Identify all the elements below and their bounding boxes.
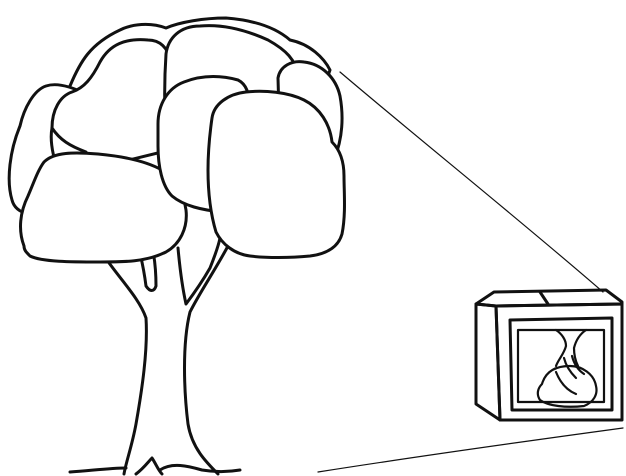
lower-projection-line	[318, 428, 623, 472]
screen-outer-frame	[510, 318, 612, 410]
trunk-outline-right	[185, 246, 229, 474]
root-center	[136, 458, 162, 474]
tree-trunk	[70, 238, 240, 474]
crown-lobe-right	[208, 91, 345, 257]
crown-lobe-top-left	[51, 40, 170, 170]
root-right	[160, 465, 240, 471]
projection-lines	[318, 72, 623, 472]
box-top-seam	[540, 292, 548, 304]
camera-box	[476, 290, 622, 420]
inverted-trunk	[556, 330, 586, 366]
trunk-outline-left	[96, 242, 146, 474]
inverted-tree-image	[538, 330, 597, 407]
upper-projection-line	[340, 72, 603, 292]
root-left	[70, 468, 126, 472]
tree-crown	[9, 18, 344, 262]
inverted-crown	[538, 366, 597, 407]
